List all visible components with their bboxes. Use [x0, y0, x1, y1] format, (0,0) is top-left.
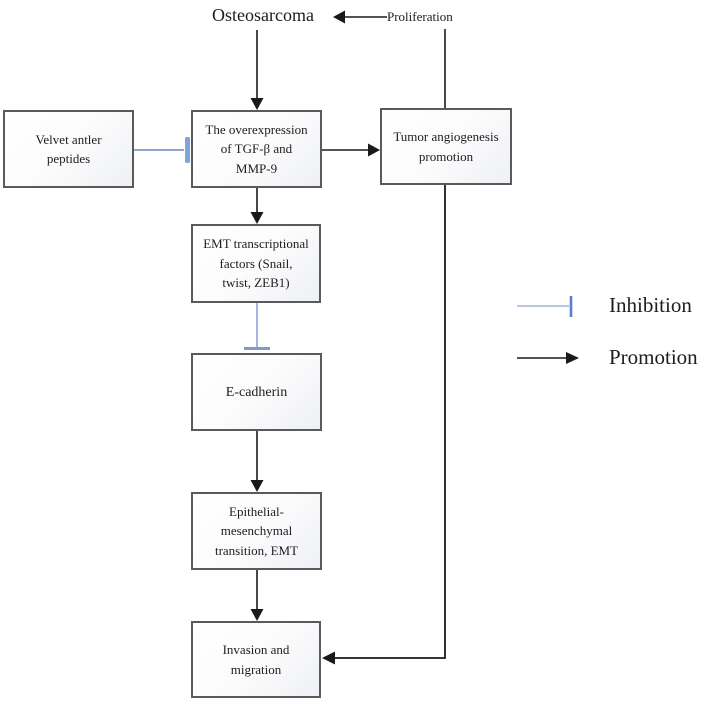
node-emt-transcription-factors: EMT transcriptional factors (Snail, twis… — [191, 224, 321, 303]
edge-tumor-angiogenesis-to-invasion — [322, 184, 446, 665]
node-e-cadherin: E-cadherin — [191, 353, 322, 431]
legend-inhibition-sample — [517, 296, 573, 317]
edge-velvet-inhibits-overexpression — [133, 137, 190, 163]
node-velvet-antler-peptides: Velvet antler peptides — [3, 110, 134, 188]
proliferation-label: Proliferation — [387, 9, 453, 24]
edge-proliferation-to-osteosarcoma — [333, 10, 387, 24]
legend-promotion-label: Promotion — [609, 345, 698, 369]
edge-ecadherin-to-emt-transition — [250, 431, 264, 492]
osteosarcoma-label: Osteosarcoma — [212, 5, 314, 25]
node-invasion-migration: Invasion and migration — [191, 621, 321, 698]
node-tumor-angiogenesis: Tumor angiogenesis promotion — [380, 108, 512, 185]
legend-inhibition-label: Inhibition — [609, 293, 692, 317]
node-tgf-mmp-overexpression: The overexpression of TGF-β and MMP-9 — [191, 110, 322, 188]
edge-overexpression-to-emt-factors — [250, 188, 264, 224]
edge-emt-factors-inhibit-ecadherin — [244, 303, 270, 350]
edge-overexpression-to-tumor-angiogenesis — [322, 143, 380, 157]
edge-emt-transition-to-invasion — [250, 570, 264, 621]
legend-promotion-sample — [517, 352, 579, 364]
node-emt-transition: Epithelial- mesenchymal transition, EMT — [191, 492, 322, 570]
edge-osteosarcoma-to-overexpression — [250, 30, 264, 110]
